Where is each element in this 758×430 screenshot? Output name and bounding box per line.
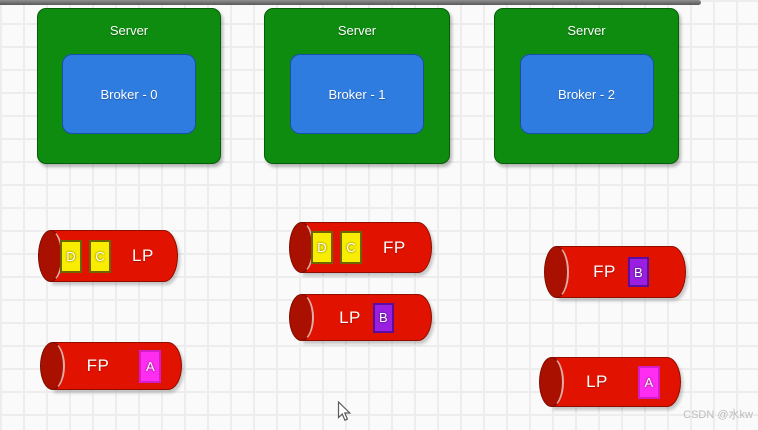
mouse-cursor-icon — [337, 401, 352, 421]
lp-partition-broker0[interactable]: D C LP — [38, 230, 178, 282]
csdn-watermark: CSDN @水kw — [683, 409, 753, 421]
cylinder-cap — [289, 294, 314, 341]
fp-partition-broker2[interactable]: FP B — [544, 246, 686, 298]
message-segment-c[interactable]: C — [340, 231, 362, 264]
message-segment-b[interactable]: B — [372, 302, 394, 333]
message-segment-d[interactable]: D — [60, 239, 82, 273]
server-box-1[interactable]: Server Broker - 1 — [264, 8, 450, 164]
partition-label: FP — [383, 237, 406, 257]
partition-label: LP — [132, 246, 154, 265]
broker-label: Broker - 1 — [328, 86, 386, 102]
server-label: Server — [337, 23, 377, 38]
partition-label: LP — [339, 307, 361, 327]
message-segment-d[interactable]: D — [311, 231, 333, 264]
broker-label: Broker - 2 — [557, 86, 616, 102]
broker-box-0[interactable]: Broker - 0 — [62, 54, 196, 134]
partition-label: FP — [593, 262, 616, 281]
server-label: Server — [567, 23, 606, 38]
message-segment-c[interactable]: C — [89, 239, 111, 273]
cylinder-cap — [40, 342, 65, 390]
broker-box-2[interactable]: Broker - 2 — [519, 54, 654, 134]
lp-partition-broker2[interactable]: LP A — [539, 357, 681, 407]
broker-label: Broker - 0 — [100, 86, 158, 102]
message-segment-b[interactable]: B — [627, 257, 649, 287]
server-label: Server — [109, 23, 149, 38]
partition-label: FP — [86, 356, 110, 375]
server-box-0[interactable]: Server Broker - 0 — [37, 8, 221, 164]
message-segment-a[interactable]: A — [139, 349, 162, 383]
cylinder-cap — [539, 357, 564, 407]
broker-box-1[interactable]: Broker - 1 — [290, 54, 424, 134]
fp-partition-broker0[interactable]: FP A — [40, 342, 182, 390]
window-top-edge — [0, 0, 701, 5]
cylinder-cap — [38, 230, 63, 282]
message-segment-a[interactable]: A — [637, 365, 660, 399]
fp-partition-broker1[interactable]: D C FP — [289, 222, 432, 273]
partition-label: LP — [586, 372, 608, 391]
cylinder-cap — [544, 246, 569, 298]
lp-partition-broker1[interactable]: LP B — [289, 294, 432, 341]
server-box-2[interactable]: Server Broker - 2 — [494, 8, 679, 164]
